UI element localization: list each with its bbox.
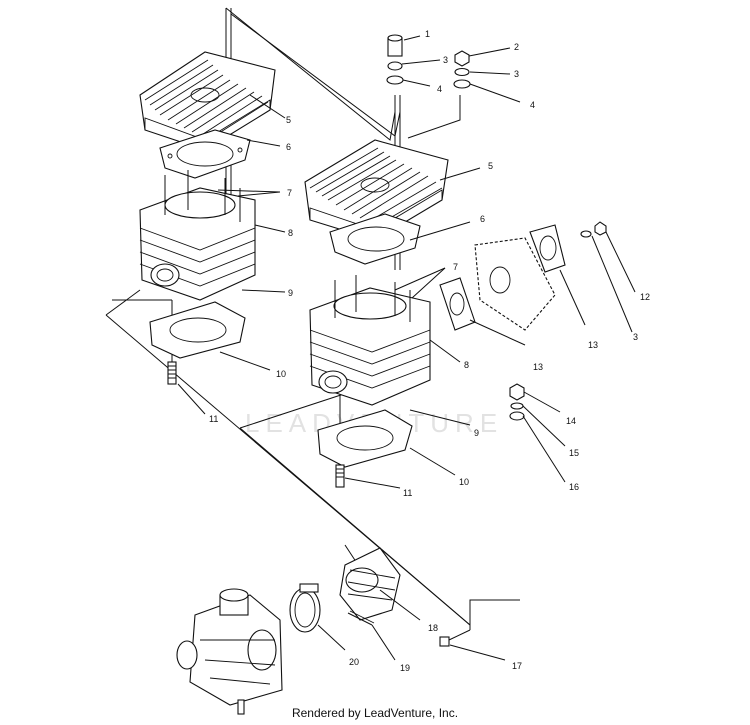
clamp-screw [347, 610, 375, 626]
callout-labels: 1 3 4 2 3 4 5 6 7 8 9 10 11 5 6 7 8 9 13… [209, 29, 650, 673]
callout-7b: 7 [453, 262, 458, 272]
cylinder-right [309, 275, 431, 406]
stud-left [167, 361, 177, 385]
callout-19: 19 [400, 663, 410, 673]
callout-7a: 7 [287, 188, 292, 198]
callout-5b: 5 [488, 161, 493, 171]
callout-11a: 11 [209, 414, 218, 424]
callout-9b: 9 [474, 428, 479, 438]
callout-3a: 3 [443, 55, 448, 65]
callout-4b: 4 [530, 100, 535, 110]
callout-15: 15 [569, 448, 579, 458]
head-gasket-left [159, 129, 251, 179]
callout-3c: 3 [633, 332, 638, 342]
footer-credit: Rendered by LeadVenture, Inc. [291, 706, 459, 720]
callout-6a: 6 [286, 142, 291, 152]
intake-plate [474, 237, 556, 331]
head-gasket-right [329, 213, 421, 265]
mount-bolt [439, 629, 471, 647]
callout-10b: 10 [459, 477, 469, 487]
callout-18: 18 [428, 623, 438, 633]
intake-gasket-right [529, 224, 566, 273]
intake-gasket-left [439, 277, 476, 331]
base-gasket-right [317, 409, 413, 468]
head-nut-set [386, 34, 471, 89]
callout-13a: 13 [533, 362, 543, 372]
callout-8a: 8 [288, 228, 293, 238]
callout-10a: 10 [276, 369, 286, 379]
callout-6b: 6 [480, 214, 485, 224]
manifold-nut [580, 221, 607, 238]
hose-clamp [289, 583, 321, 633]
callout-13b: 13 [588, 340, 598, 350]
callout-16: 16 [569, 482, 579, 492]
callout-12: 12 [640, 292, 650, 302]
mount-nut-set [509, 383, 525, 421]
callout-4a: 4 [437, 84, 442, 94]
callout-9a: 9 [288, 288, 293, 298]
callout-1: 1 [425, 29, 430, 39]
leader-lines [177, 35, 636, 661]
callout-20: 20 [349, 657, 359, 667]
intake-boot [339, 547, 401, 621]
callout-3b: 3 [514, 69, 519, 79]
cylinder-left [139, 170, 256, 301]
callout-5a: 5 [286, 115, 291, 125]
callout-2: 2 [514, 42, 519, 52]
base-gasket-left [149, 301, 246, 359]
carburetor [176, 588, 283, 715]
callout-8b: 8 [464, 360, 469, 370]
stud-right [335, 464, 345, 488]
callout-17: 17 [512, 661, 522, 671]
callout-11b: 11 [403, 488, 412, 498]
callout-14: 14 [566, 416, 576, 426]
